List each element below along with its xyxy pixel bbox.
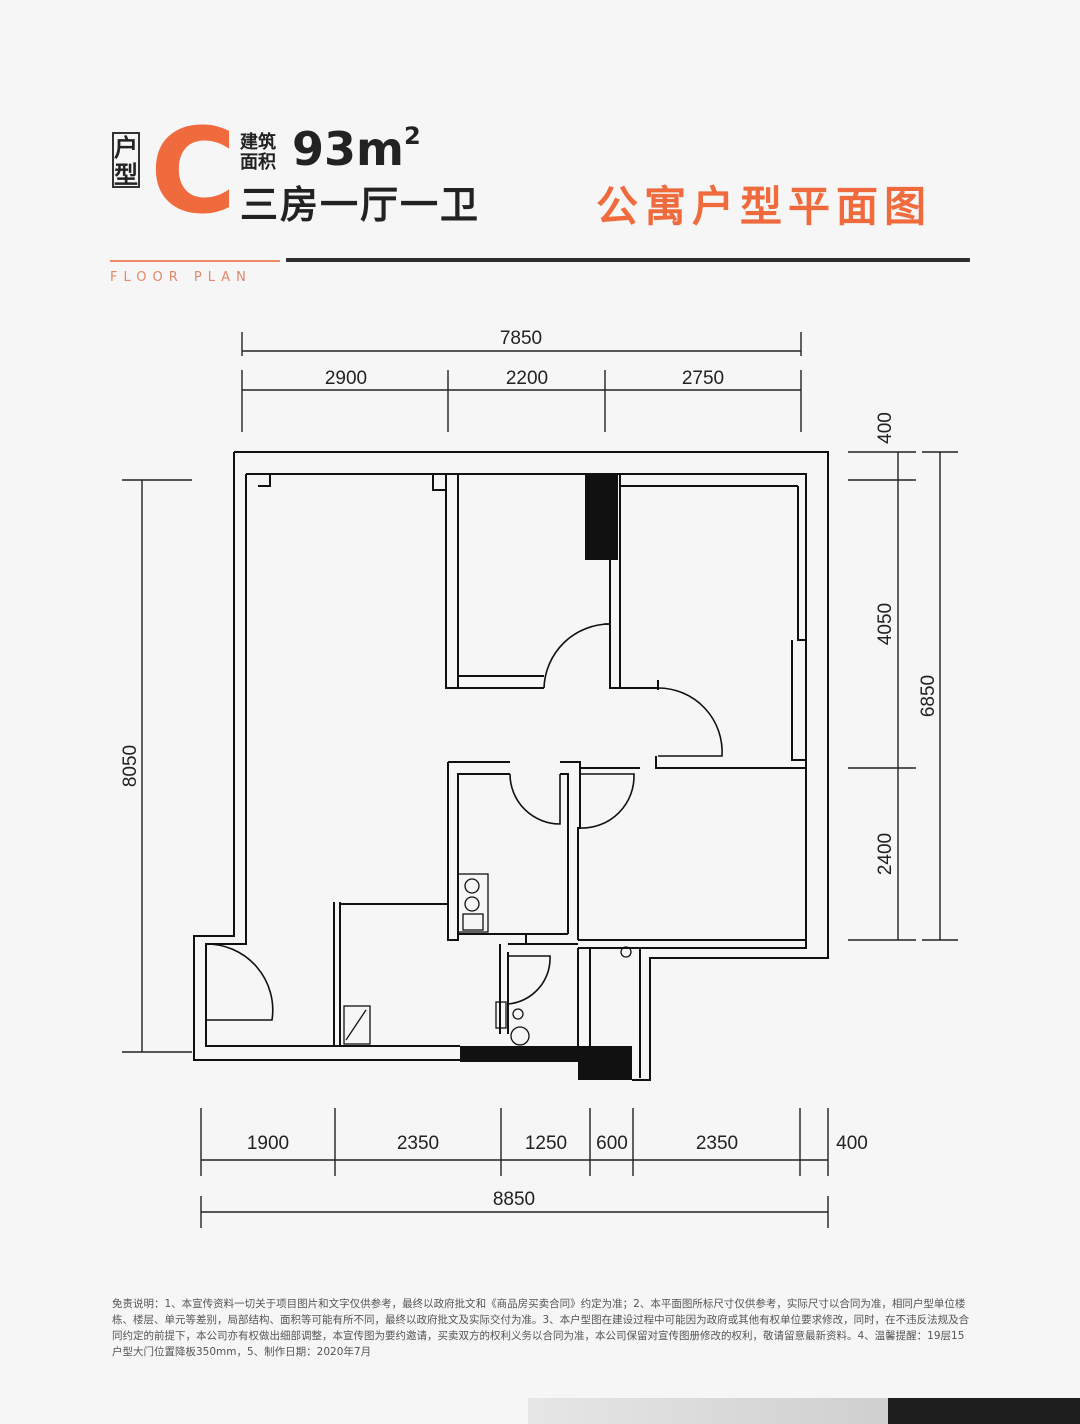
unit-type-letter: C [150,102,237,240]
header-divider [286,258,970,262]
room-layout: 三房一厅一卫 [240,183,481,227]
disclaimer-text: 免责说明：1、本宣传资料一切关于项目图片和文字仅供参考，最终以政府批文和《商品房… [112,1298,970,1358]
dim-left-total: 8050 [120,745,141,787]
dim-bottom-3: 1250 [525,1133,567,1154]
dim-right-1: 4050 [875,603,896,645]
dim-right-total: 6850 [918,675,939,717]
dim-top-1: 2900 [325,368,367,389]
dim-bottom-4: 600 [596,1133,628,1154]
walls [193,451,829,1081]
floor-drain-fixture [510,1026,530,1046]
fridge-fixture [343,1005,371,1045]
dim-bottom-5: 2350 [696,1133,738,1154]
header-divider-accent [110,260,280,262]
structural-columns [460,474,632,1080]
dim-right-2: 2400 [875,833,896,875]
dim-top-2: 2200 [506,368,548,389]
washer-fixture [495,1001,507,1029]
footer-block [888,1398,1080,1424]
floor-plan-drawing: 7850 2900 2200 2750 400 4050 2400 6850 8… [120,328,958,1228]
footer-strip [528,1398,888,1424]
unit-type-label: 户型 [112,132,140,189]
dim-bottom-6: 400 [836,1133,868,1154]
dim-right-top: 400 [875,412,896,444]
dim-bottom-total: 8850 [493,1189,535,1210]
stove-fixture [457,873,489,933]
dim-top-3: 2750 [682,368,724,389]
page-title: 公寓户型平面图 [596,182,933,231]
door-swings [205,623,723,1021]
page-subtitle: FLOOR PLAN [110,270,252,285]
dim-bottom-1: 1900 [247,1133,289,1154]
area-value: 93m2 [292,122,421,176]
dim-bottom-2: 2350 [397,1133,439,1154]
dimension-lines [122,332,958,1228]
area-label: 建筑面积 [240,132,276,173]
dim-top-total: 7850 [500,328,542,349]
fixtures [343,873,632,1046]
